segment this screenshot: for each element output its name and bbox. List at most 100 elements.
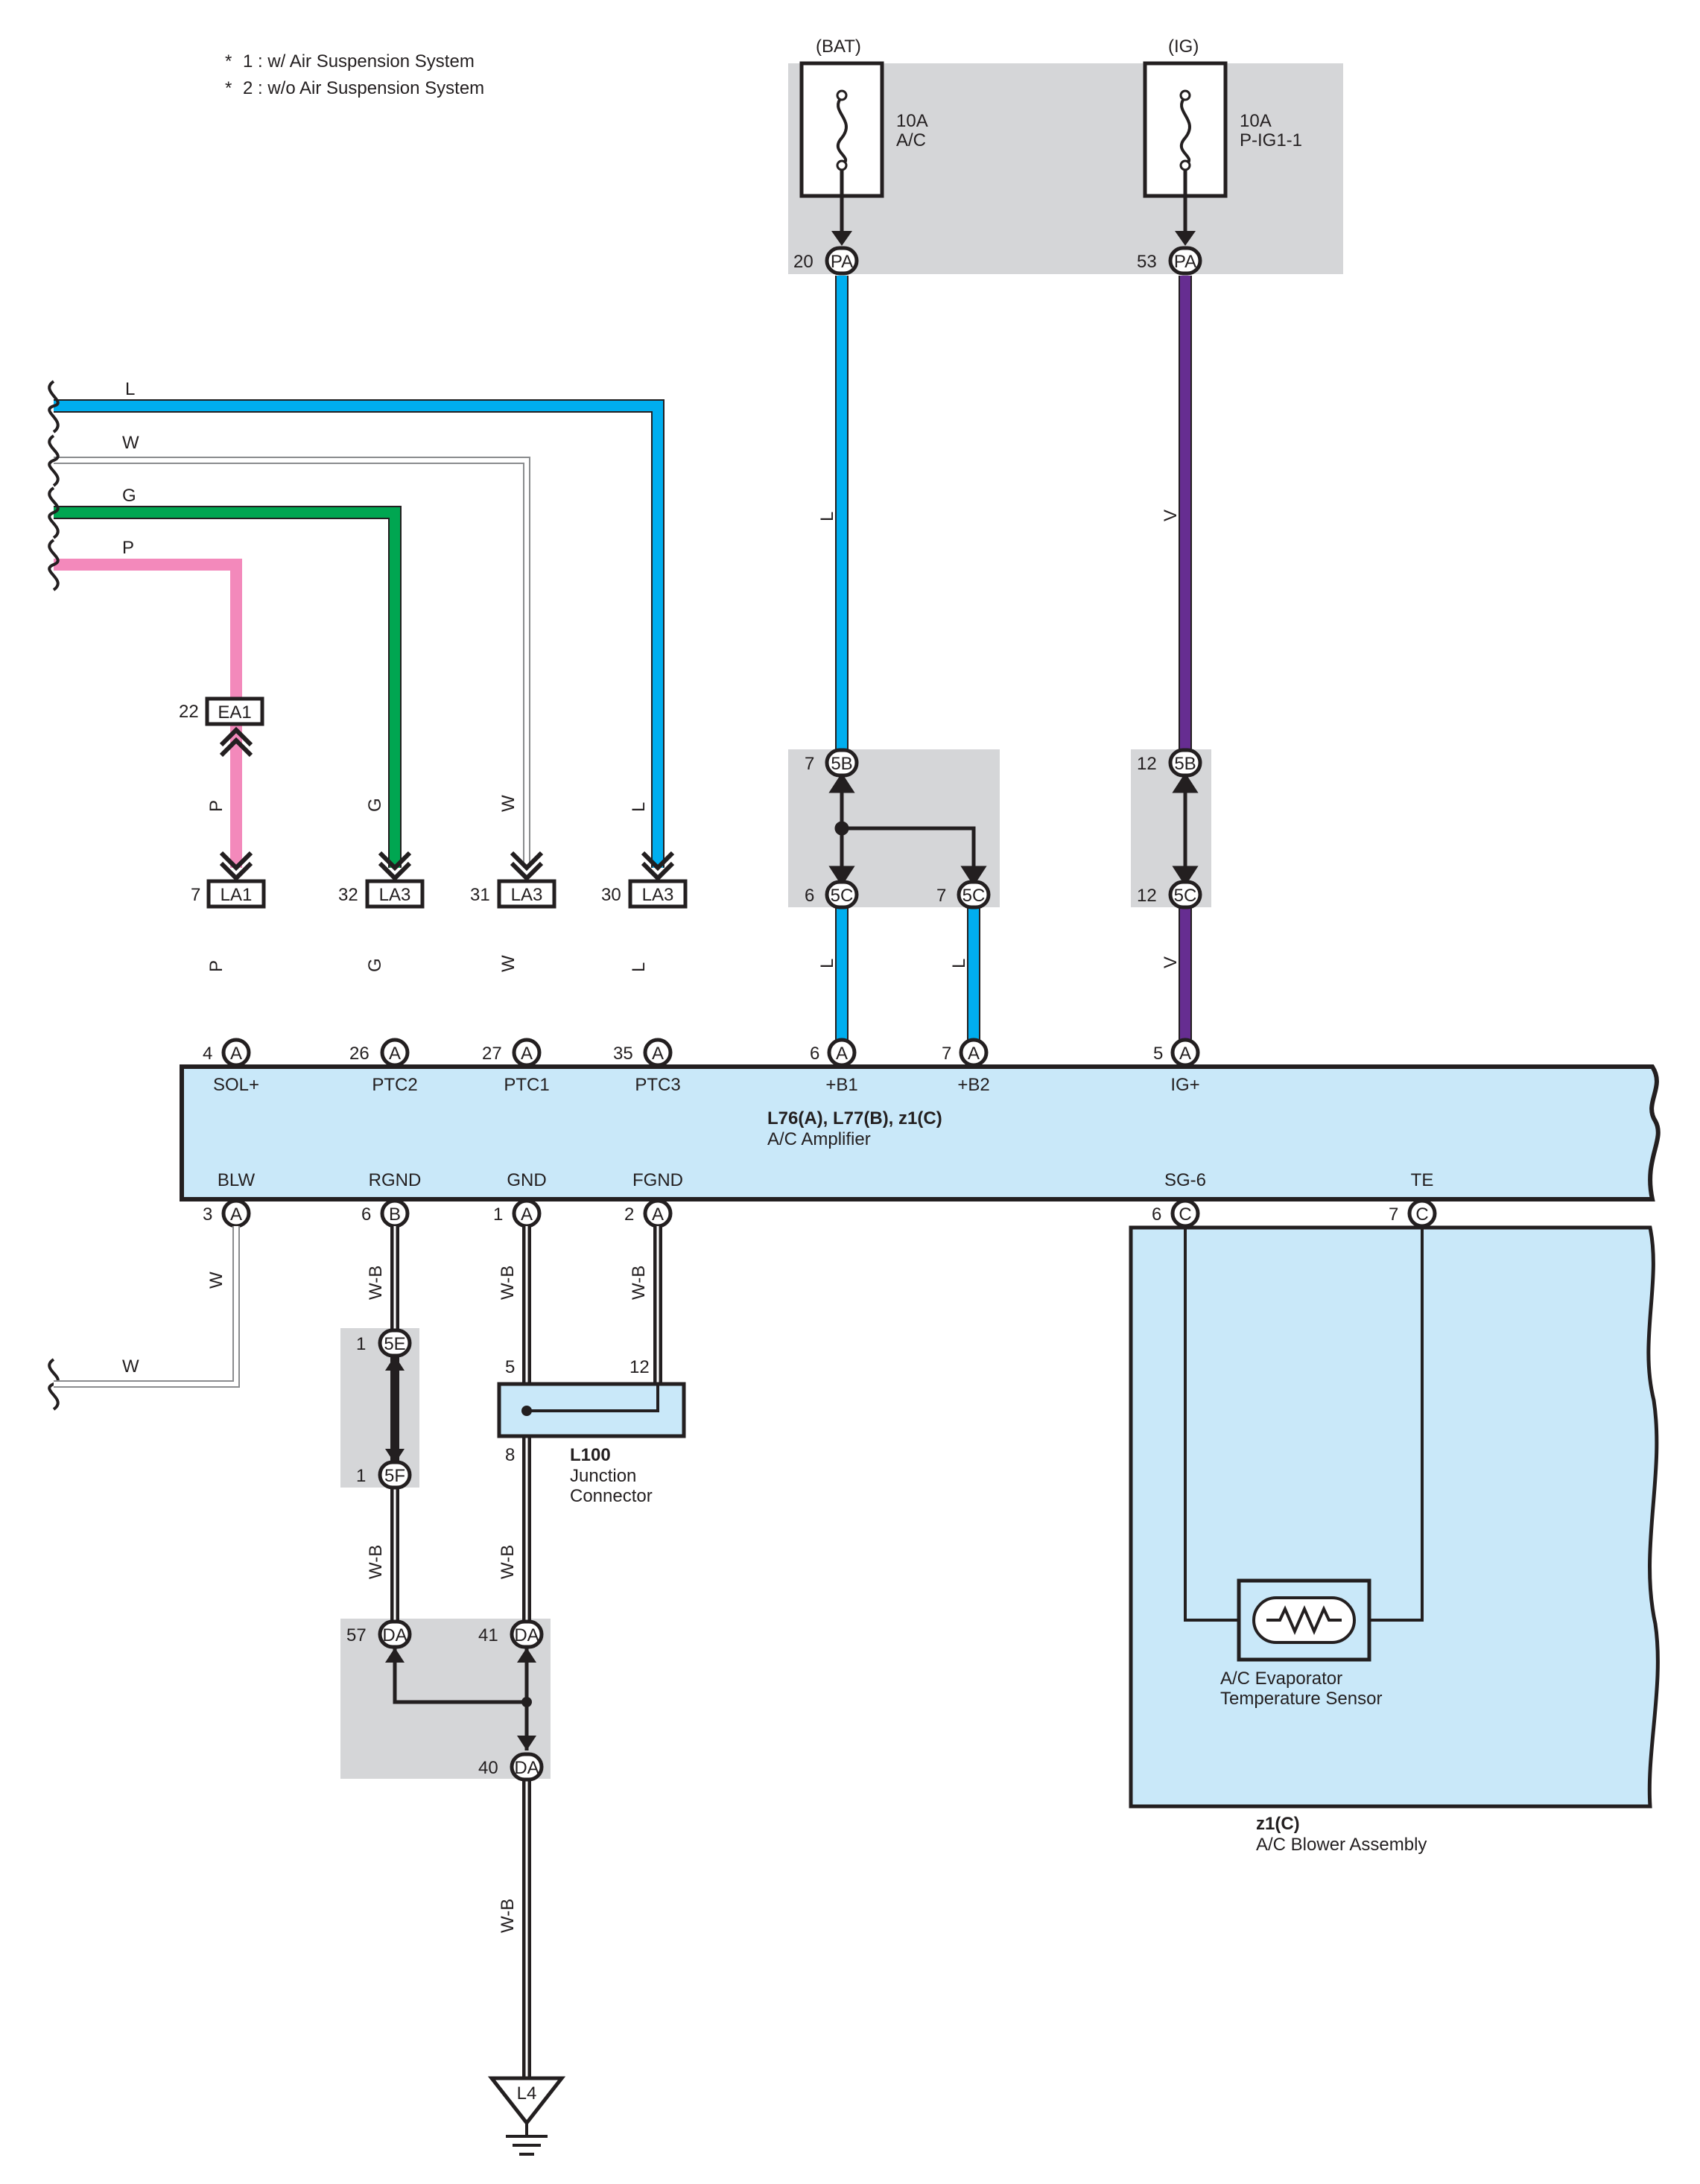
- term-b2-pin: 7: [942, 1044, 951, 1064]
- blower-name: A/C Blower Assembly: [1256, 1835, 1427, 1855]
- sensor-name-2: Temperature Sensor: [1220, 1689, 1382, 1709]
- pa-pin-1: 20: [793, 252, 813, 272]
- amp-te: TE: [1411, 1170, 1434, 1190]
- term-ig-conn: A: [1179, 1044, 1191, 1064]
- amp-ptc1: PTC1: [504, 1075, 549, 1095]
- ground-l4: L4: [487, 2076, 566, 2156]
- da-pin-57: 57: [346, 1625, 367, 1645]
- wire-ig-code: V: [1161, 510, 1181, 521]
- da-label-40: DA: [514, 1758, 539, 1778]
- la-boxes: LA1 LA3 LA3 LA3 7 32 31 30: [191, 879, 688, 909]
- 5f-pin: 1: [356, 1466, 366, 1486]
- bt-sg6-conn: C: [1179, 1204, 1191, 1225]
- left-vertical-codes: P P G G W W L L: [206, 795, 649, 972]
- ea1-label: EA1: [218, 702, 251, 723]
- wire-g-left: G: [54, 486, 402, 868]
- blower-id: z1(C): [1256, 1814, 1300, 1834]
- 5b-label-right: 5B: [1174, 754, 1196, 774]
- la1-pin: 7: [191, 885, 200, 905]
- la1-label: LA1: [221, 885, 253, 905]
- ground-id: L4: [517, 2083, 537, 2104]
- code-g-upper: G: [365, 798, 385, 812]
- rgnd-code-upper: W-B: [366, 1266, 386, 1300]
- la-connectors: [219, 851, 675, 882]
- 5f-label: 5F: [384, 1466, 405, 1486]
- 5c-label-left-1: 5C: [831, 886, 854, 906]
- bt-blw-pin: 3: [203, 1204, 212, 1225]
- la3-label-g: LA3: [379, 885, 411, 905]
- da-label-41: DA: [514, 1625, 539, 1645]
- amp-ptc2: PTC2: [372, 1075, 417, 1095]
- code-l-lower: L: [629, 962, 649, 972]
- bt-gnd-pin: 1: [493, 1204, 503, 1225]
- wire-bat-code: L: [817, 512, 837, 521]
- wire-l-code: L: [125, 379, 135, 399]
- wire-ig-code-lower: V: [1161, 956, 1181, 968]
- ground-code: W-B: [498, 1899, 518, 1933]
- fuse-pig1-rating: 10A: [1240, 111, 1272, 131]
- bt-fgnd-pin: 2: [624, 1204, 634, 1225]
- da-pin-40: 40: [478, 1758, 498, 1778]
- blw-code-vertical: W: [206, 1272, 226, 1289]
- fuse-ac-name: A/C: [896, 130, 926, 150]
- l100-pin-12: 12: [629, 1357, 650, 1377]
- term-ptc2-conn: A: [389, 1044, 401, 1064]
- amp-sol: SOL+: [213, 1075, 259, 1095]
- 5c-pin-left-1: 6: [805, 886, 814, 906]
- l100-name-1: Junction: [570, 1466, 636, 1486]
- pa-label-1: PA: [831, 252, 853, 272]
- amplifier-top-terminals: A 4 A 26 A 27 A 35 A 6 A 7 A 5: [203, 1040, 1198, 1065]
- term-sol-pin: 4: [203, 1044, 212, 1064]
- note-1: 1 : w/ Air Suspension System: [243, 51, 475, 72]
- term-sol-conn: A: [230, 1044, 242, 1064]
- ea1-pin: 22: [179, 702, 199, 722]
- 5b-pin-left: 7: [805, 754, 814, 774]
- wire-l-bat: L L L: [817, 276, 980, 1043]
- wire-w-code: W: [122, 433, 139, 453]
- l100-name-2: Connector: [570, 1486, 653, 1506]
- junction-5b5c-lines: [828, 772, 1199, 886]
- bt-blw-conn: A: [230, 1204, 242, 1225]
- junction-5e5f: 5E 1 5F 1: [356, 1330, 410, 1488]
- wire-b1-code: L: [817, 959, 837, 968]
- junction-5b5c-right-background: [1131, 749, 1211, 907]
- code-w-lower: W: [498, 955, 518, 972]
- amp-name: A/C Amplifier: [767, 1129, 871, 1149]
- 5b-pin-right: 12: [1137, 754, 1157, 774]
- rgnd-code-lower: W-B: [366, 1545, 386, 1579]
- junction-5e5f-background: [340, 1328, 419, 1488]
- wire-v-ig: V V: [1161, 276, 1192, 1043]
- blw-code-horizontal: W: [122, 1356, 139, 1377]
- term-ptc3-pin: 35: [613, 1044, 633, 1064]
- amp-ptc3: PTC3: [635, 1075, 680, 1095]
- fuse-arrows: [831, 231, 1196, 246]
- amp-sg6: SG-6: [1164, 1170, 1206, 1190]
- amp-rgnd: RGND: [369, 1170, 422, 1190]
- wire-blw: W W: [54, 1226, 240, 1388]
- amp-ids: L76(A), L77(B), z1(C): [767, 1108, 942, 1128]
- da-pin-41: 41: [478, 1625, 498, 1645]
- sensor-name-1: A/C Evaporator: [1220, 1669, 1342, 1689]
- amplifier-bottom-terminals: A 3 B 6 A 1 A 2 C 6 C 7: [203, 1201, 1435, 1226]
- junction-connector-l100: 5 12 8 L100 Junction Connector: [497, 1357, 686, 1506]
- ea1-connector: 22 EA1: [179, 696, 264, 758]
- amp-blw: BLW: [218, 1170, 256, 1190]
- fuse-supply-bat: (BAT): [816, 36, 861, 57]
- term-ptc3-conn: A: [652, 1044, 664, 1064]
- bt-te-conn: C: [1415, 1204, 1428, 1225]
- term-ig-pin: 5: [1153, 1044, 1163, 1064]
- fuse-ac-rating: 10A: [896, 111, 928, 131]
- gnd-code-lower: W-B: [498, 1545, 518, 1579]
- wire-l-left: L: [54, 379, 665, 868]
- ac-amplifier: SOL+ PTC2 PTC1 PTC3 +B1 +B2 IG+ L76(A), …: [180, 1064, 1661, 1201]
- term-b1-pin: 6: [810, 1044, 819, 1064]
- 5c-pin-left-2: 7: [936, 886, 946, 906]
- wire-p-code: P: [122, 538, 134, 558]
- blower-assembly: A/C Evaporator Temperature Sensor z1(C) …: [1129, 1225, 1660, 1855]
- code-p-lower: P: [206, 960, 226, 972]
- 5c-pin-right: 12: [1137, 886, 1157, 906]
- bt-sg6-pin: 6: [1152, 1204, 1161, 1225]
- term-b2-conn: A: [968, 1044, 980, 1064]
- bt-rgnd-conn: B: [389, 1204, 401, 1225]
